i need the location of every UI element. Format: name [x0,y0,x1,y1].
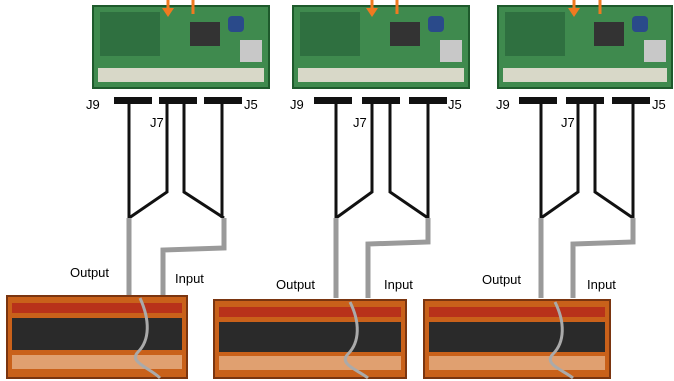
signal-wires [127,104,225,220]
j5-connector [204,97,242,104]
unit-1: J9 J7 J5 Output Input [6,0,270,380]
j7-label: J7 [561,115,575,130]
j9-connector [114,97,152,104]
input-label: Input [175,271,204,286]
j7-connector [566,97,604,104]
terminal-block [213,299,407,380]
controller-board [92,5,270,89]
gray-cables [333,218,431,298]
j7-connector [159,97,197,104]
output-label: Output [482,272,521,287]
controller-board [292,5,470,89]
controller-board [497,5,673,89]
j9-connector [314,97,352,104]
j5-connector [612,97,650,104]
j9-label: J9 [496,97,510,112]
j9-label: J9 [86,97,100,112]
input-label: Input [384,277,413,292]
terminal-block [6,295,188,380]
j7-label: J7 [353,115,367,130]
j9-label: J9 [290,97,304,112]
j5-label: J5 [652,97,666,112]
arrow-icon [162,0,195,17]
j5-label: J5 [448,97,462,112]
output-label: Output [70,265,109,280]
gray-cables [538,218,636,298]
output-label: Output [276,277,315,292]
input-label: Input [587,277,616,292]
arrow-icon [568,0,602,17]
signal-wires [334,104,430,220]
j5-label: J5 [244,97,258,112]
j9-connector [519,97,557,104]
j7-connector [362,97,400,104]
unit-2: J9 J7 J5 Output Input [213,0,470,380]
j7-label: J7 [150,115,164,130]
gray-cables [126,218,227,298]
unit-3: J9 J7 J5 Output Input [423,0,673,380]
signal-wires [539,104,635,220]
j5-connector [409,97,447,104]
arrow-icon [366,0,399,17]
terminal-block [423,299,611,380]
